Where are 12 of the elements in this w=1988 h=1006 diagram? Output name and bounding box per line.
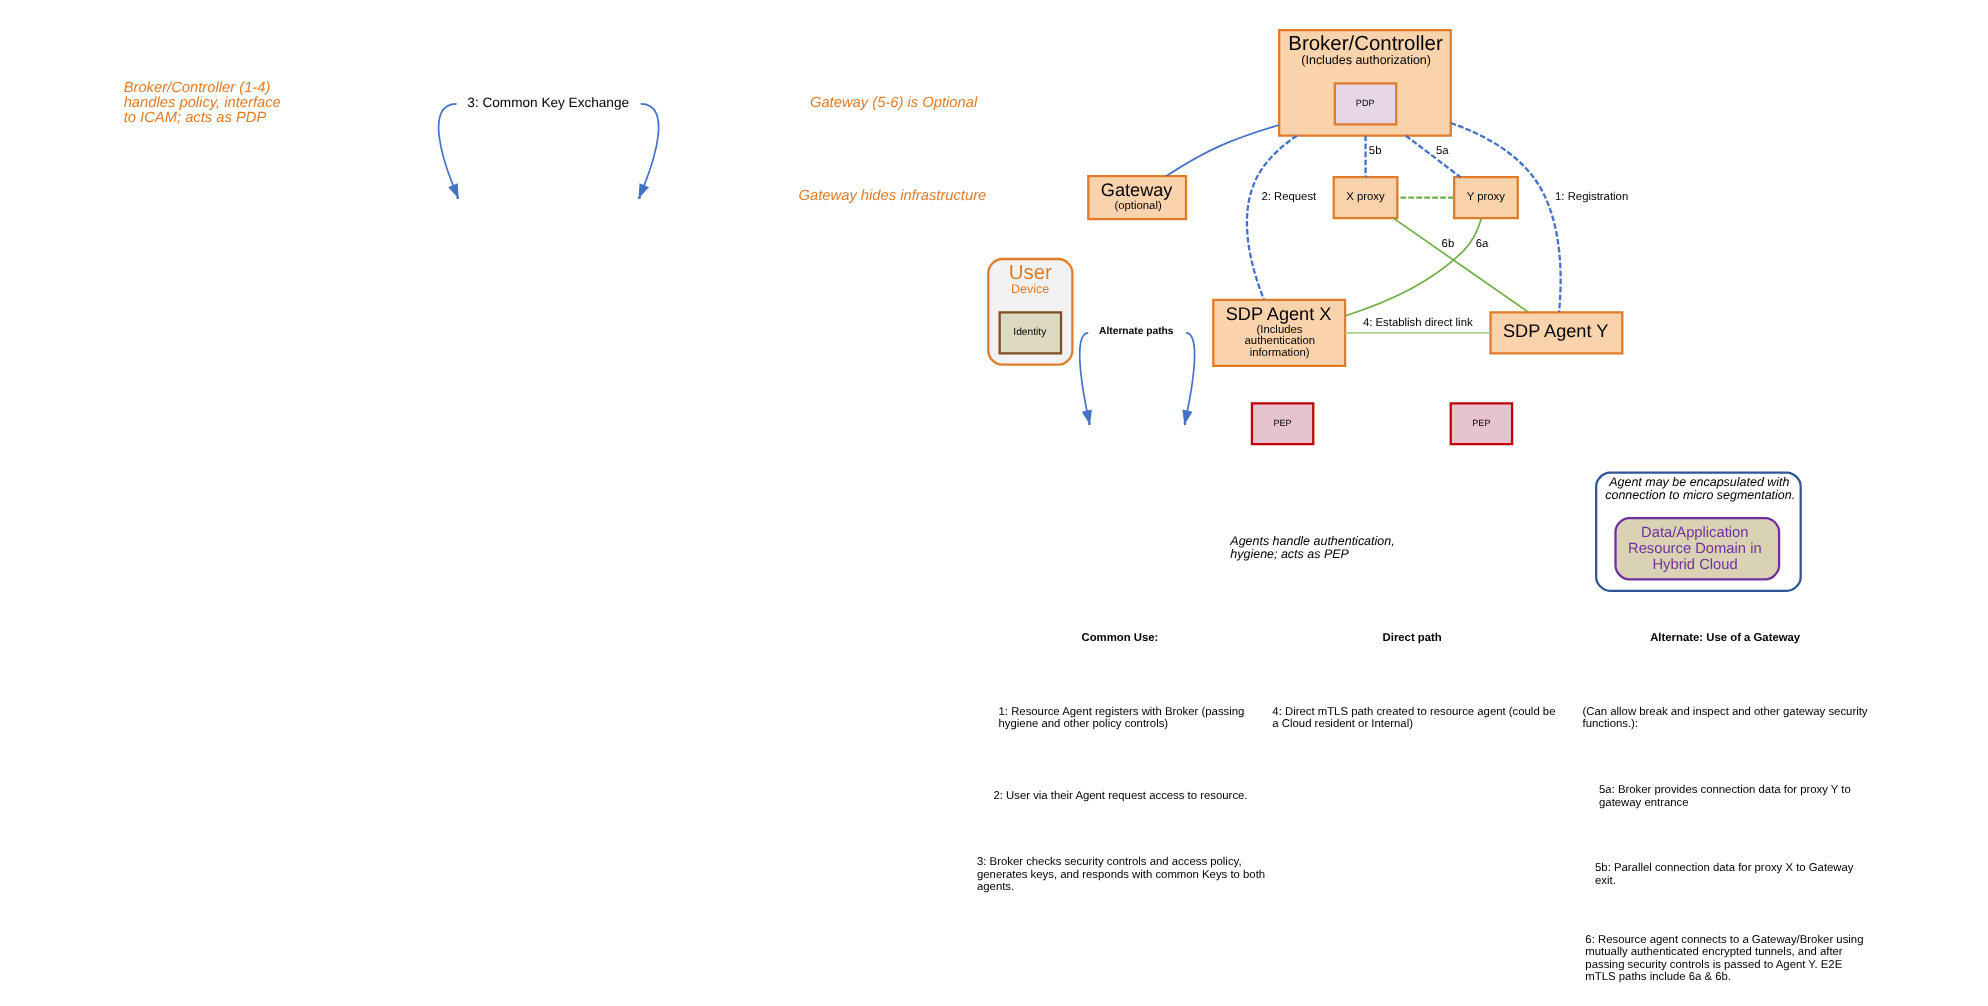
node-box: SDP Agent Y xyxy=(1489,311,1624,355)
connector xyxy=(1165,124,1281,177)
arrow xyxy=(638,103,660,199)
connector xyxy=(1450,121,1562,313)
connector xyxy=(1344,217,1483,317)
connector xyxy=(1245,134,1298,300)
connector xyxy=(1344,332,1492,334)
arrow xyxy=(1078,332,1092,426)
connector xyxy=(1364,135,1367,178)
connector xyxy=(1392,217,1530,314)
connector xyxy=(1397,196,1454,199)
connector xyxy=(1405,134,1462,179)
